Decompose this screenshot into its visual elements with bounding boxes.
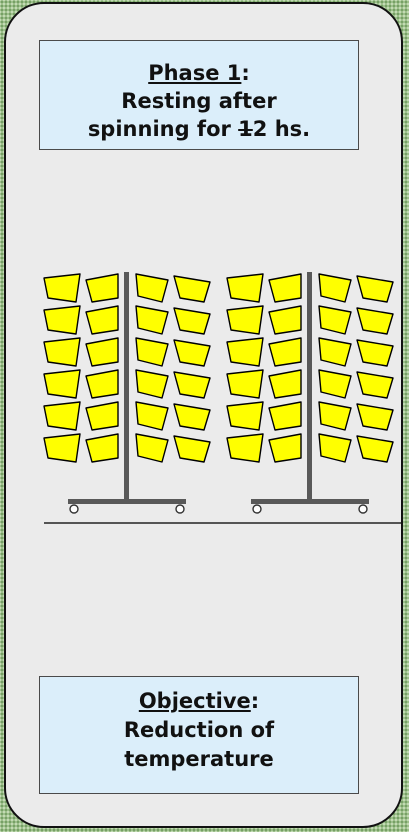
cheese-wedge [269, 402, 301, 430]
rack-pole [124, 272, 129, 502]
cheese-wedge [319, 434, 351, 462]
wheel-icon [253, 505, 261, 513]
cheese-wedge [44, 370, 80, 398]
cheese-wedge [319, 370, 351, 398]
cheese-wedge [174, 404, 210, 430]
cheese-wedge [86, 338, 118, 366]
cheese-wedge [269, 274, 301, 302]
cheese-wedge [357, 372, 393, 398]
cheese-wedge [44, 402, 80, 430]
cheese-wedge [136, 434, 168, 462]
cheese-wedge [136, 370, 168, 398]
wheel-icon [70, 505, 78, 513]
cheese-wedge [227, 274, 263, 302]
cheese-wedge [136, 402, 168, 430]
cheese-wedge [174, 340, 210, 366]
cheese-wedge [227, 370, 263, 398]
rack-base [251, 499, 369, 504]
rack-1 [44, 272, 210, 513]
cheese-wedge [136, 274, 168, 302]
cheese-wedge [86, 306, 118, 334]
cheese-wedge [319, 402, 351, 430]
cheese-wedge [269, 338, 301, 366]
cheese-wedge [174, 276, 210, 302]
phase-panel: Phase 1: Resting after spinning for 12 h… [4, 2, 403, 828]
cheese-wedge [357, 340, 393, 366]
cheese-wedge [174, 372, 210, 398]
cheese-wedge [269, 306, 301, 334]
rack-pole [307, 272, 312, 502]
cheese-wedge [357, 308, 393, 334]
cheese-wedge [357, 404, 393, 430]
cheese-wedge [44, 434, 80, 462]
cheese-wedge [174, 308, 210, 334]
cheese-wedge [357, 436, 393, 462]
cheese-wedge [86, 402, 118, 430]
cheese-wedge [227, 434, 263, 462]
rack-base [68, 499, 186, 504]
cheese-wedge [269, 434, 301, 462]
wheel-icon [359, 505, 367, 513]
cheese-wedge [86, 370, 118, 398]
cheese-wedge [44, 338, 80, 366]
cheese-wedge [227, 338, 263, 366]
cheese-wedge [86, 434, 118, 462]
rack-2 [227, 272, 393, 513]
cheese-wedge [44, 306, 80, 334]
cheese-wedge [319, 306, 351, 334]
drying-racks-illustration [6, 4, 403, 828]
cheese-wedge [319, 274, 351, 302]
racks-layer [44, 272, 393, 513]
cheese-wedge [136, 306, 168, 334]
wheel-icon [176, 505, 184, 513]
cheese-wedge [227, 306, 263, 334]
cheese-wedge [227, 402, 263, 430]
cheese-wedge [44, 274, 80, 302]
cheese-wedge [174, 436, 210, 462]
cheese-wedge [319, 338, 351, 366]
cheese-wedge [269, 370, 301, 398]
cheese-wedge [357, 276, 393, 302]
cheese-wedge [136, 338, 168, 366]
cheese-wedge [86, 274, 118, 302]
